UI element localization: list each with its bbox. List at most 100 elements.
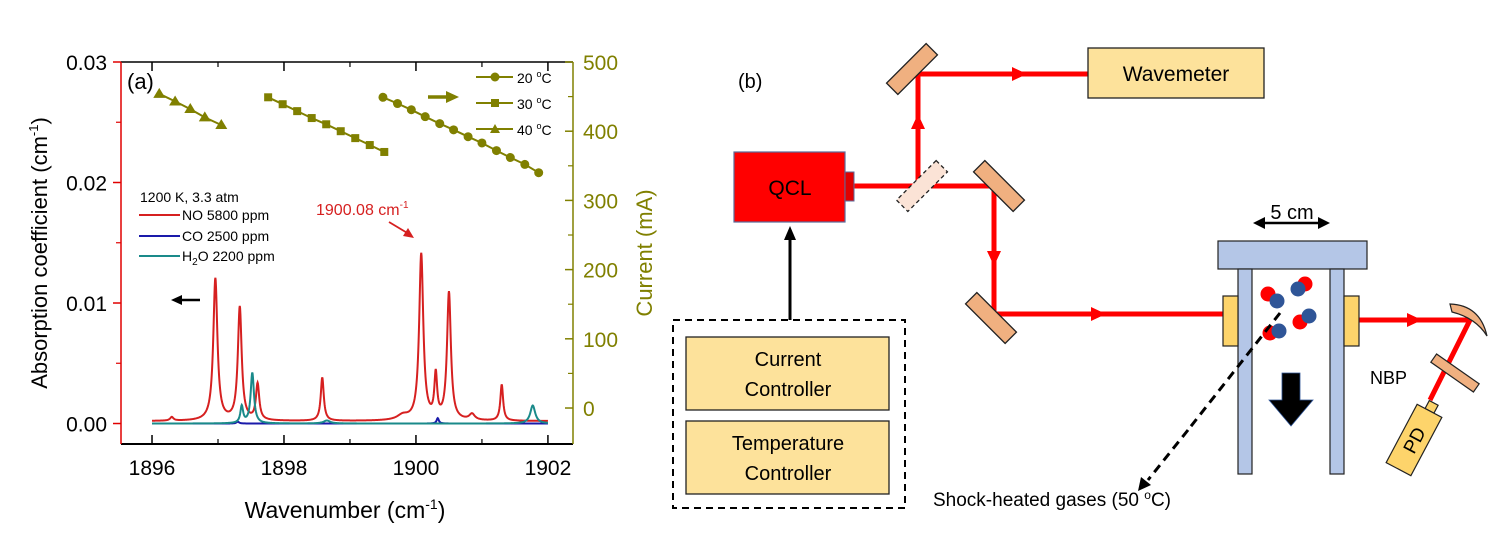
current-point: [463, 132, 473, 142]
legend-label-h2o: H2O 2200 ppm: [182, 248, 275, 268]
current-point: [491, 146, 501, 156]
mirror-right: [972, 159, 1026, 213]
control-arrow-icon: [784, 226, 796, 240]
y-tick-label-right: 100: [583, 329, 618, 352]
current-point: [406, 105, 416, 115]
y-axis-title-left: Absorption coefficient (cm-1): [26, 117, 52, 389]
temperature-controller-label-2: Controller: [745, 463, 832, 485]
beam-arrow-right-out: [1407, 313, 1422, 327]
dimension-arrow-icon: [1253, 217, 1330, 229]
x-tick-label: 1898: [261, 457, 308, 480]
focusing-mirror: [1449, 303, 1488, 337]
window-left: [1222, 295, 1239, 347]
current-legend: 20 oC 30 oC 40 oC: [476, 69, 552, 138]
x-axis-title: Wavenumber (cm-1): [245, 496, 446, 523]
qcl-output-aperture: [844, 171, 855, 202]
legend-label-30c: 30 oC: [517, 95, 552, 112]
molecule: [1290, 276, 1313, 297]
current-point: [307, 114, 316, 123]
current-point: [449, 125, 459, 135]
legend-marker-circle: [490, 72, 500, 82]
beam-arrow-up: [911, 114, 925, 129]
controller-group: [672, 319, 906, 509]
spectrum-no: [151, 252, 548, 422]
wavemeter-box: [1087, 47, 1265, 99]
temperature-controller-box: [685, 420, 890, 495]
flow-direction-arrow-icon: [1268, 372, 1314, 427]
y-tick-label-left: 0.01: [66, 293, 107, 316]
x-tick-label: 1896: [129, 457, 176, 480]
legend-label-40c: 40 oC: [517, 121, 552, 138]
current-point: [520, 159, 530, 169]
laser-beam-path: [854, 71, 1473, 402]
current-layer: [153, 87, 544, 178]
legend-marker-triangle: [490, 124, 500, 133]
spectrum-h2o: [152, 372, 548, 425]
y-axis-title-right: Current (mA): [632, 189, 657, 316]
current-controller-label-2: Controller: [745, 379, 832, 401]
dimension-label: 5 cm: [1270, 202, 1313, 224]
tube-wall-left: [1237, 268, 1253, 475]
y-tick-label-right: 400: [583, 121, 618, 144]
molecule: [1292, 308, 1317, 330]
peak-annotation: 1900.08 cm-1: [316, 200, 414, 238]
mirror-bottom: [964, 291, 1018, 345]
wavemeter-label: Wavemeter: [1123, 63, 1230, 86]
legend-label-20c: 20 oC: [517, 69, 552, 86]
current-point: [336, 127, 345, 136]
molecule: [1260, 286, 1285, 309]
bandpass-filter: [1429, 353, 1481, 393]
photodetector: PD: [1385, 399, 1443, 477]
ticks-layer: 1896 1898 1900 1902 0.00 0.01 0.02 0.03 0 100 200 3…: [66, 52, 618, 480]
y-tick-label-right: 0: [583, 398, 595, 421]
current-point: [392, 99, 402, 109]
legend-marker-square: [491, 99, 499, 107]
spectra-legend: 1200 K, 3.3 atm NO 5800 ppm CO 2500 ppm …: [139, 189, 275, 268]
mirror-top: [885, 42, 939, 96]
tube-wall-right: [1329, 268, 1345, 475]
peak-annotation-label: 1900.08 cm-1: [316, 200, 409, 219]
qcl-label: QCL: [768, 177, 811, 200]
current-controller-box: [685, 336, 890, 411]
gas-callout-line-lower: [1146, 429, 1190, 481]
beam-arrow-down: [987, 251, 1001, 266]
x-tick-label: 1900: [393, 457, 440, 480]
peak-annotation-arrowhead: [403, 228, 414, 238]
current-point: [477, 138, 487, 148]
spectra-layer: [151, 252, 548, 425]
x-tick-label: 1902: [525, 457, 572, 480]
current-point: [351, 134, 360, 143]
gas-callout-line: [1186, 312, 1282, 431]
gas-molecules: [1260, 276, 1317, 341]
legend-title: 1200 K, 3.3 atm: [140, 189, 239, 205]
y-tick-label-left: 0.02: [66, 173, 107, 196]
current-point: [435, 119, 445, 129]
arrow-to-left-axis: [171, 295, 200, 305]
legend-label-co: CO 2500 ppm: [182, 228, 269, 244]
temperature-controller-label-1: Temperature: [732, 433, 844, 455]
current-point: [153, 87, 166, 98]
current-point: [215, 118, 228, 129]
current-point: [322, 120, 331, 129]
filter-label: NBP: [1370, 368, 1407, 388]
y-tick-label-right: 200: [583, 260, 618, 283]
y-tick-label-right: 300: [583, 190, 618, 213]
legend-label-no: NO 5800 ppm: [182, 207, 269, 223]
plot-area: [151, 87, 548, 425]
current-point: [169, 95, 182, 106]
current-controller-label-1: Current: [755, 349, 822, 371]
gas-label: Shock-heated gases (50 oC): [933, 488, 1171, 511]
arrow-to-right-axis: [428, 91, 459, 103]
y-tick-label-left: 0.00: [66, 414, 107, 437]
y-tick-label-right: 500: [583, 52, 618, 75]
y-tick-label-left: 0.03: [66, 52, 107, 75]
panel-label-a: (a): [127, 69, 154, 94]
gas-callout-arrowhead: [1138, 477, 1151, 491]
current-point: [198, 111, 211, 122]
window-right: [1343, 295, 1360, 347]
tube-endcap: [1217, 240, 1368, 270]
current-point: [505, 153, 515, 162]
current-point: [380, 147, 389, 156]
current-point: [264, 93, 273, 102]
